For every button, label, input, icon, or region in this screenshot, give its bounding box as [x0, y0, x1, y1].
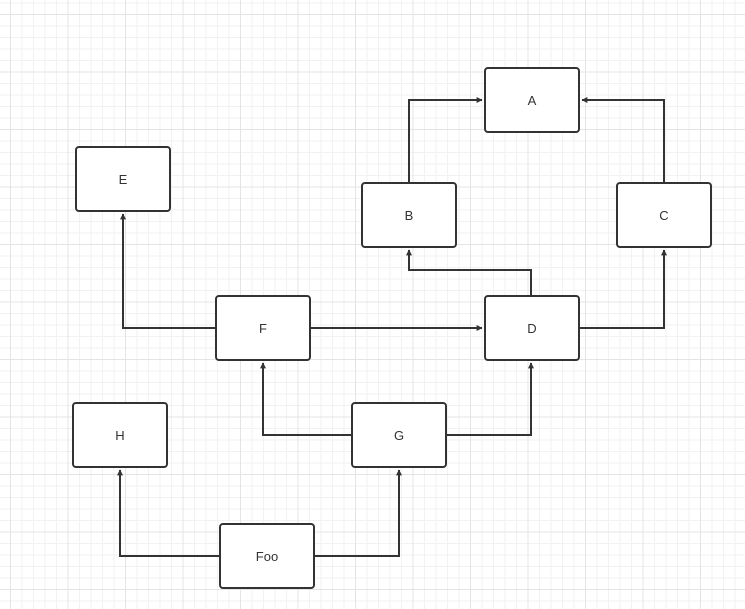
edge-foo-to-h[interactable]	[117, 469, 219, 557]
edge-d-to-b[interactable]	[406, 249, 532, 295]
node-g-label: G	[393, 427, 405, 443]
node-a-label: A	[527, 92, 537, 108]
node-f-label: F	[259, 320, 267, 336]
node-g[interactable]: G	[351, 402, 447, 468]
edge-foo-to-g[interactable]	[315, 469, 402, 557]
edge-c-to-a[interactable]	[581, 97, 665, 182]
node-e-label: E	[118, 171, 128, 187]
edge-g-to-d[interactable]	[447, 362, 534, 436]
node-c-label: C	[659, 207, 669, 223]
node-h-label: H	[115, 427, 125, 443]
node-f[interactable]: F	[215, 295, 311, 361]
node-h[interactable]: H	[72, 402, 168, 468]
node-d[interactable]: D	[484, 295, 580, 361]
edge-d-to-c[interactable]	[580, 249, 667, 329]
node-foo[interactable]: Foo	[219, 523, 315, 589]
node-b[interactable]: B	[361, 182, 457, 248]
node-d-label: D	[527, 320, 537, 336]
node-foo-label: Foo	[255, 548, 279, 564]
node-a[interactable]: A	[484, 67, 580, 133]
node-c[interactable]: C	[616, 182, 712, 248]
node-e[interactable]: E	[75, 146, 171, 212]
edge-g-to-f[interactable]	[260, 362, 351, 436]
edge-f-to-e[interactable]	[120, 213, 215, 329]
edge-b-to-a[interactable]	[408, 97, 483, 182]
node-b-label: B	[404, 207, 414, 223]
